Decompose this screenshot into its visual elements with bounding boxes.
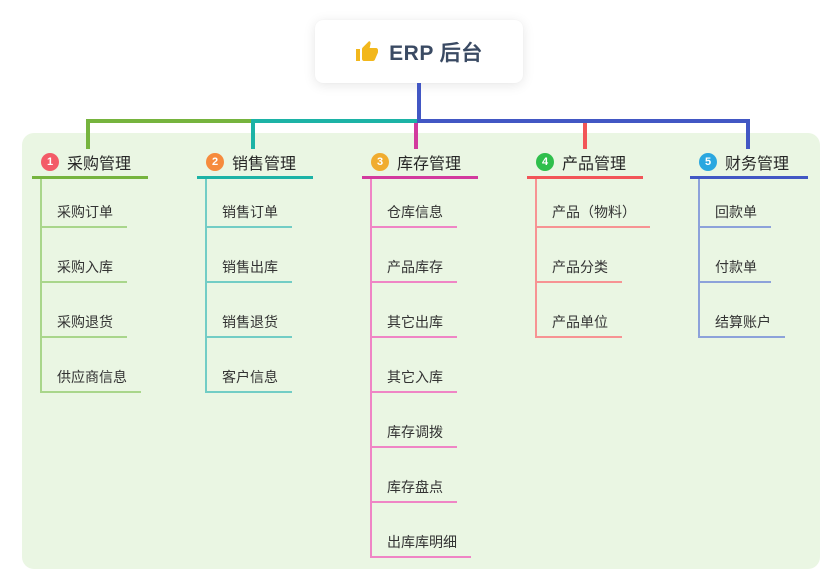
branch-child-connector bbox=[370, 179, 372, 558]
branch-label: 财务管理 bbox=[725, 156, 790, 173]
branch-number-badge: 1 bbox=[41, 153, 59, 171]
connector-root-vertical bbox=[417, 83, 421, 121]
child-node[interactable]: 结算账户 bbox=[698, 312, 785, 338]
branch-underline bbox=[362, 176, 478, 179]
child-node[interactable]: 出库库明细 bbox=[370, 532, 471, 558]
branch-title[interactable]: 5 财务管理 bbox=[690, 151, 808, 173]
branch-label: 采购管理 bbox=[67, 156, 132, 173]
branch-underline bbox=[690, 176, 808, 179]
child-node[interactable]: 库存调拨 bbox=[370, 422, 457, 448]
branch-underline bbox=[527, 176, 643, 179]
connector-bus-teal bbox=[251, 119, 419, 123]
child-node[interactable]: 客户信息 bbox=[205, 367, 292, 393]
child-node[interactable]: 回款单 bbox=[698, 202, 771, 228]
connector-drop-3 bbox=[414, 123, 418, 149]
branch-title[interactable]: 3 库存管理 bbox=[362, 151, 478, 173]
child-node[interactable]: 其它出库 bbox=[370, 312, 457, 338]
child-node[interactable]: 采购入库 bbox=[40, 257, 127, 283]
child-node[interactable]: 库存盘点 bbox=[370, 477, 457, 503]
branch-label: 销售管理 bbox=[232, 156, 297, 173]
branch-title[interactable]: 4 产品管理 bbox=[527, 151, 643, 173]
connector-drop-4 bbox=[583, 123, 587, 149]
child-node[interactable]: 供应商信息 bbox=[40, 367, 141, 393]
branch-title[interactable]: 1 采购管理 bbox=[32, 151, 148, 173]
branch-number-badge: 2 bbox=[206, 153, 224, 171]
root-title: ERP 后台 bbox=[389, 41, 483, 65]
branch-child-connector bbox=[698, 179, 700, 338]
connector-bus-blue bbox=[417, 119, 750, 123]
branch-number-badge: 5 bbox=[699, 153, 717, 171]
child-node[interactable]: 仓库信息 bbox=[370, 202, 457, 228]
connector-bus-green bbox=[86, 119, 255, 123]
child-node[interactable]: 产品库存 bbox=[370, 257, 457, 283]
branch-child-connector bbox=[535, 179, 537, 338]
child-node[interactable]: 其它入库 bbox=[370, 367, 457, 393]
child-node[interactable]: 产品分类 bbox=[535, 257, 622, 283]
thumbs-up-icon bbox=[355, 40, 379, 64]
connector-drop-5 bbox=[746, 119, 750, 149]
child-node[interactable]: 付款单 bbox=[698, 257, 771, 283]
branch-number-badge: 4 bbox=[536, 153, 554, 171]
child-node[interactable]: 采购退货 bbox=[40, 312, 127, 338]
connector-drop-2 bbox=[251, 119, 255, 149]
child-node[interactable]: 采购订单 bbox=[40, 202, 127, 228]
branch-underline bbox=[197, 176, 313, 179]
branch-label: 产品管理 bbox=[562, 156, 627, 173]
branch-underline bbox=[32, 176, 148, 179]
child-node[interactable]: 产品单位 bbox=[535, 312, 622, 338]
branch-child-connector bbox=[205, 179, 207, 393]
branch-number-badge: 3 bbox=[371, 153, 389, 171]
connector-drop-1 bbox=[86, 119, 90, 149]
child-node[interactable]: 销售退货 bbox=[205, 312, 292, 338]
branch-title[interactable]: 2 销售管理 bbox=[197, 151, 313, 173]
child-node[interactable]: 销售出库 bbox=[205, 257, 292, 283]
root-node[interactable]: ERP 后台 bbox=[315, 20, 523, 83]
branch-label: 库存管理 bbox=[397, 156, 462, 173]
branches-panel bbox=[22, 133, 820, 569]
child-node[interactable]: 销售订单 bbox=[205, 202, 292, 228]
child-node[interactable]: 产品（物料） bbox=[535, 202, 650, 228]
branch-child-connector bbox=[40, 179, 42, 393]
